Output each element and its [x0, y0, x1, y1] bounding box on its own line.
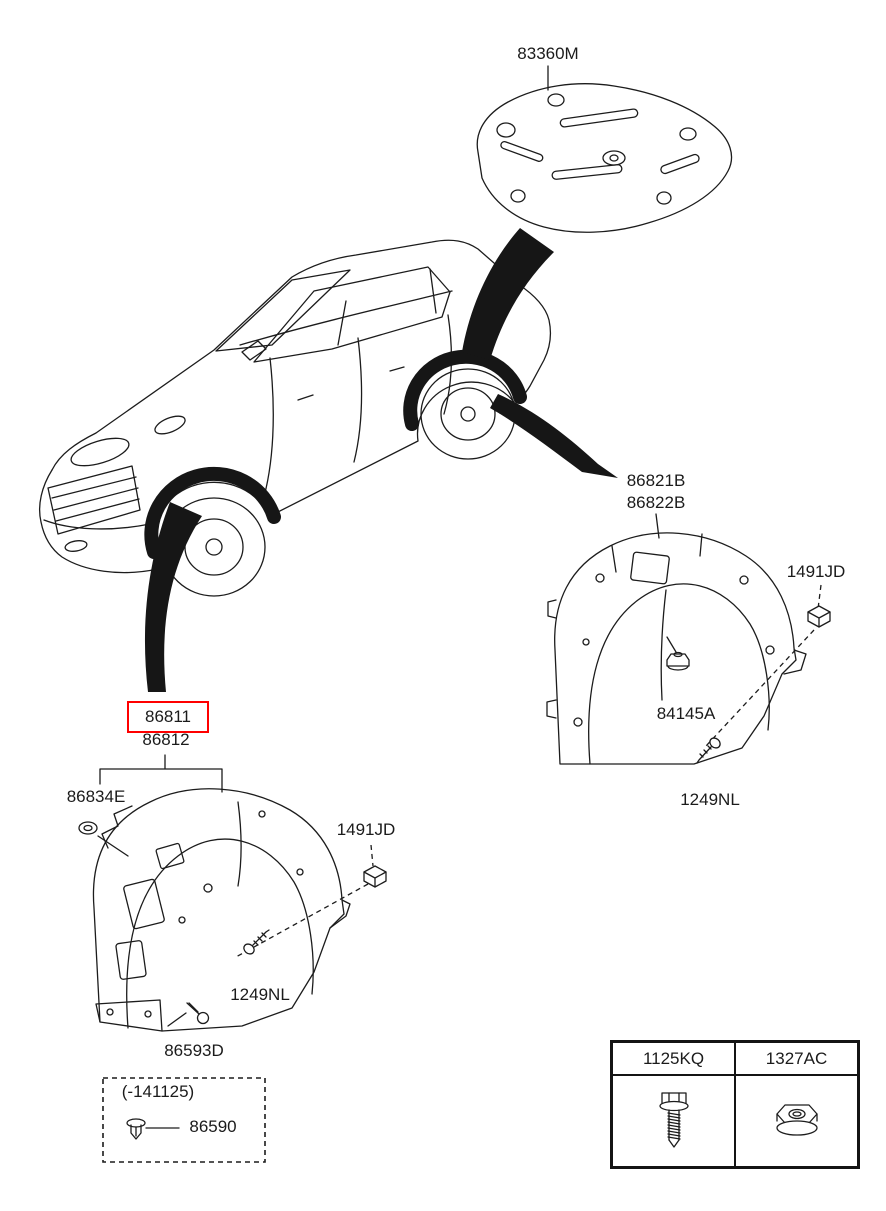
flange-nut-icon — [775, 1104, 818, 1136]
rear-nut-icon — [666, 651, 690, 671]
label-legacy-note: (-141125) — [121, 1082, 195, 1101]
label-rear-guard-a[interactable]: 86821B — [626, 471, 686, 490]
legacy-dashed-box — [102, 1077, 266, 1163]
label-front-screw[interactable]: 1249NL — [230, 985, 290, 1004]
highlight-box-front-guard: 86811 — [127, 701, 209, 733]
label-front-grommet[interactable]: 86834E — [66, 787, 126, 806]
front-wheel-liner-highlight — [144, 466, 281, 559]
rear-screw-icon — [696, 737, 721, 764]
rear-wheel-guard-part — [546, 532, 807, 765]
car-illustration — [38, 239, 551, 597]
label-rear-screw[interactable]: 1249NL — [680, 790, 740, 809]
label-front-guard-b[interactable]: 86812 — [142, 730, 190, 749]
leader-lines — [97, 65, 677, 1129]
fastener-table-header-1[interactable]: 1125KQ — [612, 1042, 735, 1075]
arrow-to-rear-guard — [490, 394, 618, 478]
label-front-bolt[interactable]: 86593D — [164, 1041, 224, 1060]
label-rear-clip[interactable]: 1491JD — [786, 562, 846, 581]
rear-clip-icon — [807, 605, 831, 628]
leader-lines-dashed — [235, 584, 822, 958]
front-bolt-icon — [186, 1002, 210, 1025]
label-under-cover[interactable]: 83360M — [517, 44, 579, 63]
label-front-guard-a[interactable]: 86811 — [144, 707, 191, 726]
label-front-clip[interactable]: 1491JD — [336, 820, 396, 839]
fastener-table-cell-2 — [735, 1075, 858, 1167]
front-grommet-icon — [78, 821, 98, 835]
front-screw-icon — [243, 929, 270, 955]
arrow-to-front-guard — [144, 502, 202, 692]
front-clip-icon — [363, 865, 387, 888]
label-rear-guard-b[interactable]: 86822B — [626, 493, 686, 512]
fastener-table-cell-1 — [612, 1075, 735, 1167]
flange-bolt-icon — [658, 1092, 689, 1148]
pointer-arrows — [144, 228, 618, 692]
legacy-rivet-icon — [126, 1118, 146, 1140]
arrow-to-under-cover — [462, 228, 554, 360]
rear-wheel-liner-highlight — [403, 349, 527, 431]
fastener-table-header-2[interactable]: 1327AC — [735, 1042, 858, 1075]
under-cover-part — [476, 83, 733, 233]
label-legacy-part[interactable]: 86590 — [189, 1117, 237, 1136]
fastener-table: 1125KQ 1327AC — [610, 1040, 860, 1169]
label-rear-nut[interactable]: 84145A — [656, 704, 716, 723]
